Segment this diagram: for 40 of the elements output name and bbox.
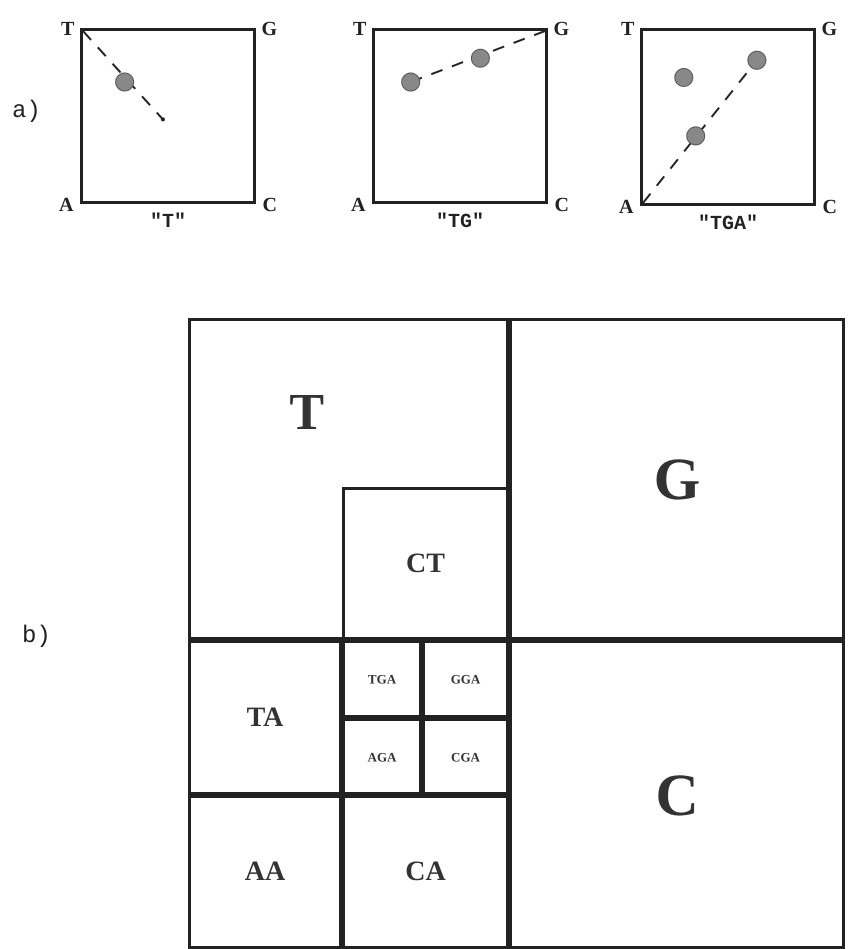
quadrant-label: T [289,387,324,439]
quadrant-box [342,718,422,795]
quadrant-label: GGA [450,672,480,686]
quadrant-label: TA [246,704,284,732]
corner-label: T [621,19,634,39]
corner-label: A [59,195,74,215]
corner-label: T [61,19,74,39]
quadrant-label: CA [405,858,446,886]
quadrant-box [188,318,509,640]
quadrant-box [422,718,509,795]
quadrant-box [342,640,422,718]
quadrant-box [342,795,509,949]
corner-label: T [353,19,366,39]
corner-label: C [554,195,569,215]
quadrant-label: CT [406,550,445,578]
panel-label: a) [12,100,41,124]
quadrant-label: AA [244,858,286,886]
quadrant-label: C [655,764,699,824]
corner-label: C [262,195,277,215]
quadrant-box [188,640,342,795]
corner-label: G [261,19,277,39]
quadrant-box [509,640,845,949]
corner-label: G [821,19,837,39]
quadrant-label: AGA [368,750,396,763]
corner-label: A [619,197,634,217]
quadrant-box [422,640,509,718]
quadrant-label: CGA [451,750,480,763]
square-frame [188,318,845,949]
corner-label: A [351,195,366,215]
quadrant-box [342,487,509,640]
quadrant-box [188,795,342,949]
quadrant-label: G [654,449,700,509]
panel-label: b) [22,625,51,649]
sequence-caption: "T" [148,213,187,233]
sequence-caption: "TG" [434,213,485,233]
sequence-caption: "TGA" [696,215,759,235]
corner-label: C [822,197,837,217]
quadrant-label: TGA [368,672,396,686]
quadrant-box [509,318,845,640]
corner-label: G [553,19,569,39]
